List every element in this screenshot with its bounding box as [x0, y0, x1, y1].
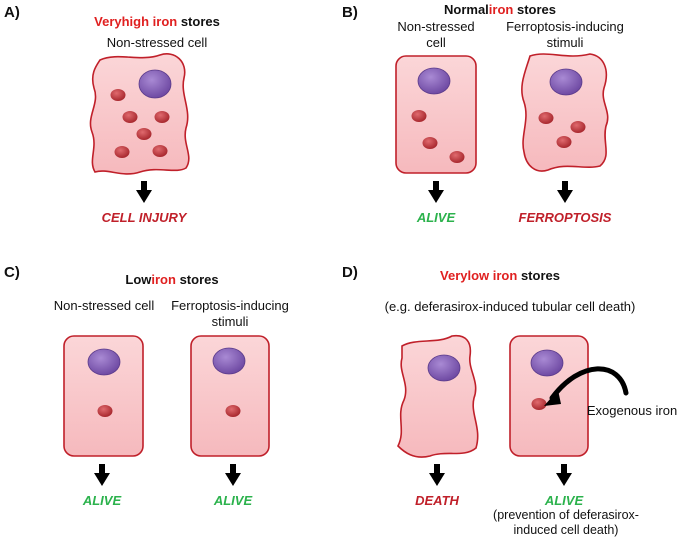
panel-b-left-down-arrow: [428, 181, 444, 203]
panel-c-left-nucleus: [87, 348, 121, 376]
panel-b-left-cell: [395, 55, 477, 174]
panel-b-title: Normaliron stores: [420, 2, 580, 17]
panel-c-right-outcome: ALIVE: [213, 493, 253, 508]
panel-a-down-arrow: [136, 181, 152, 203]
panel-c-left-cell: [63, 335, 144, 457]
panel-b-right-iron-particles: [538, 112, 586, 148]
panel-c-right-label: Ferroptosis-inducing stimuli: [171, 298, 289, 329]
panel-c-left-down-arrow: [94, 464, 110, 486]
panel-b-right-cell: [521, 53, 609, 172]
panel-b-title-red: iron: [488, 2, 514, 17]
panel-b-left-outcome: ALIVE: [416, 210, 456, 225]
panel-d-right-down-arrow: [556, 464, 572, 486]
exogenous-iron-label: Exogenous iron: [586, 403, 678, 418]
panel-a-title-rest: stores: [177, 14, 220, 29]
panel-c-left-label: Non-stressed cell: [53, 298, 155, 313]
panel-d-title-rest: stores: [517, 268, 560, 283]
panel-d-left-outcome: DEATH: [415, 493, 459, 508]
panel-b-letter: B): [342, 4, 358, 21]
panel-c-left-outcome: ALIVE: [82, 493, 122, 508]
panel-d-left-down-arrow: [429, 464, 445, 486]
panel-d-left-nucleus: [427, 354, 461, 382]
panel-a-iron-particles: [110, 89, 170, 158]
panel-c-title: Lowiron stores: [102, 272, 242, 287]
panel-d-letter: D): [342, 264, 358, 281]
panel-a-cell-label: Non-stressed cell: [106, 35, 208, 50]
panel-a-letter: A): [4, 4, 20, 21]
panel-a-nucleus: [138, 69, 172, 99]
panel-b-left-nucleus: [417, 67, 451, 95]
panel-c-letter: C): [4, 264, 20, 281]
panel-d-right-iron-particle: [531, 398, 547, 410]
exogenous-iron-arrow: [544, 366, 629, 406]
panel-c-right-down-arrow: [225, 464, 241, 486]
panel-b-title-pre: Normal: [444, 2, 489, 17]
panel-c-title-rest: stores: [175, 272, 219, 287]
panel-d-right-cell: [509, 335, 589, 457]
panel-b-right-label: Ferroptosis-inducing stimuli: [506, 19, 624, 50]
panel-b-right-nucleus: [549, 68, 583, 96]
down-arrows: [94, 181, 573, 486]
panel-d-right-note: (prevention of deferasirox-induced cell …: [493, 508, 639, 537]
panel-c-right-cell: [190, 335, 270, 457]
panel-a-title: Veryhigh iron stores: [82, 14, 232, 29]
panel-d-right-outcome: ALIVE: [544, 493, 584, 508]
panel-a-title-red: Veryhigh iron: [94, 14, 178, 29]
panel-b-left-label: Non-stressed cell: [397, 19, 475, 50]
panel-a-outcome: CELL INJURY: [101, 210, 187, 225]
panel-b-right-outcome: FERROPTOSIS: [518, 210, 612, 225]
panel-d-left-cell: [397, 334, 479, 458]
panel-b-left-iron-particles: [411, 110, 465, 163]
panel-a-cell: [89, 53, 190, 175]
panel-c-left-iron-particle: [97, 405, 113, 417]
panel-d-title: Verylow iron stores: [420, 268, 580, 283]
panel-c-right-iron-particle: [225, 405, 241, 417]
panel-b-title-rest: stores: [513, 2, 556, 17]
panel-c-title-pre: Low: [125, 272, 152, 287]
panel-d-right-nucleus: [530, 349, 564, 377]
panel-c-title-red: iron: [151, 272, 176, 287]
panel-d-subtitle: (e.g. deferasirox-induced tubular cell d…: [384, 299, 636, 314]
panel-d-title-red: Verylow iron: [440, 268, 518, 283]
panel-b-right-down-arrow: [557, 181, 573, 203]
panel-c-right-nucleus: [212, 347, 246, 375]
